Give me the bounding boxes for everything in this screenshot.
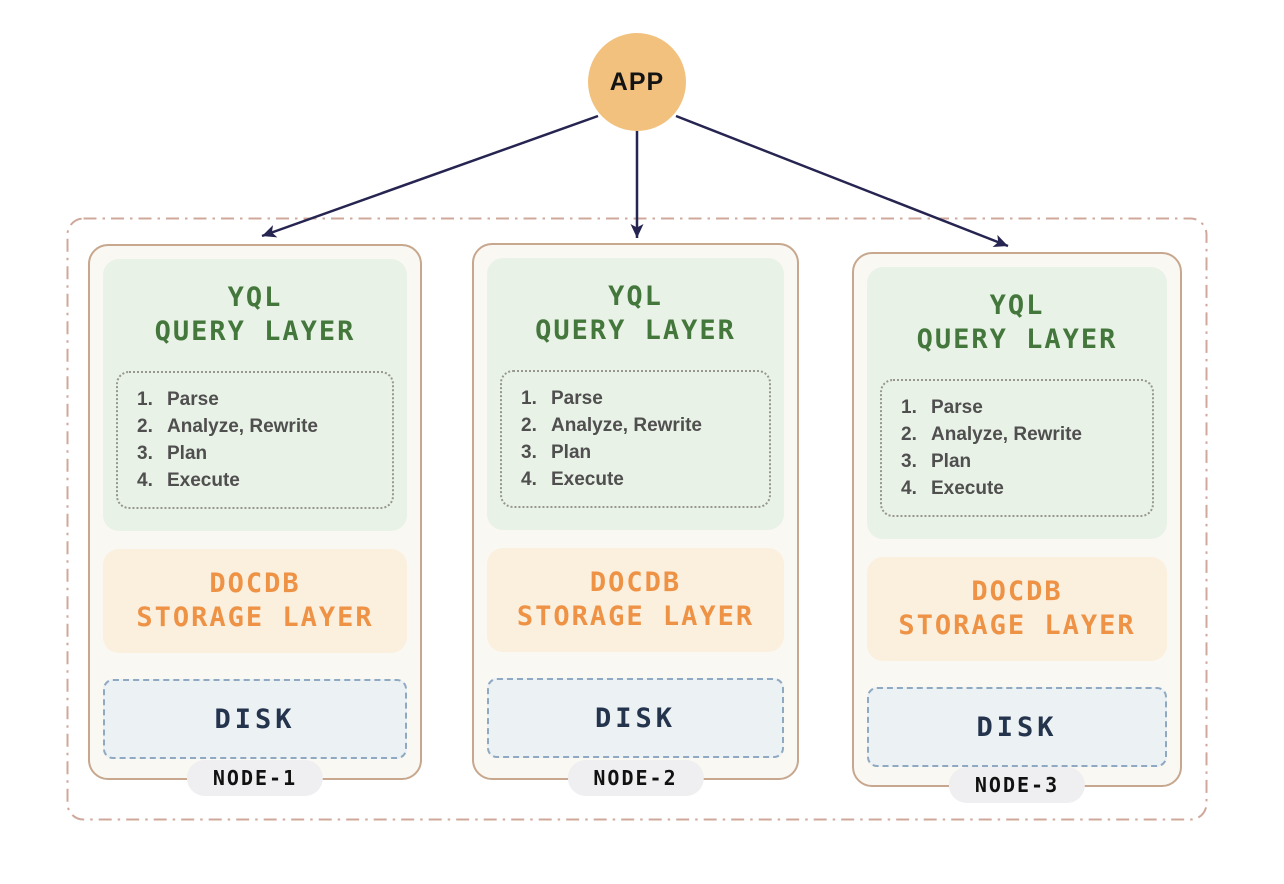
step-execute: 4. Execute (897, 475, 1144, 502)
node-2: YQL QUERY LAYER 1. Parse 2. Analyze, Rew… (472, 243, 799, 796)
step-analyze-rewrite: 2. Analyze, Rewrite (133, 413, 384, 440)
step-label: Execute (551, 469, 624, 490)
storage-layer-title: DOCDB STORAGE LAYER (873, 575, 1161, 643)
node-3: YQL QUERY LAYER 1. Parse 2. Analyze, Rew… (852, 252, 1182, 803)
step-analyze-rewrite: 2. Analyze, Rewrite (517, 412, 761, 439)
step-analyze-rewrite: 2. Analyze, Rewrite (897, 421, 1144, 448)
node-2-query-layer: YQL QUERY LAYER 1. Parse 2. Analyze, Rew… (487, 258, 784, 530)
step-number: 4. (137, 470, 153, 491)
query-layer-title-line1: YQL (989, 290, 1045, 321)
node-1: YQL QUERY LAYER 1. Parse 2. Analyze, Rew… (88, 244, 422, 796)
node-1-disk: DISK (103, 679, 407, 759)
node-3-query-layer: YQL QUERY LAYER 1. Parse 2. Analyze, Rew… (867, 267, 1167, 539)
step-number: 2. (901, 424, 917, 445)
step-label: Parse (167, 389, 219, 410)
step-label: Analyze, Rewrite (167, 416, 318, 437)
node-3-disk: DISK (867, 687, 1167, 767)
step-number: 3. (137, 443, 153, 464)
node-3-name-badge: NODE-3 (948, 767, 1086, 803)
step-number: 3. (901, 451, 917, 472)
storage-layer-title: DOCDB STORAGE LAYER (109, 567, 401, 635)
node-1-name-badge: NODE-1 (186, 760, 324, 796)
storage-layer-title-line2: STORAGE LAYER (898, 610, 1136, 641)
storage-layer-title-line1: DOCDB (971, 576, 1063, 607)
step-number: 4. (521, 469, 537, 490)
query-layer-title-line2: QUERY LAYER (535, 315, 736, 346)
step-number: 1. (901, 397, 917, 418)
step-parse: 1. Parse (897, 394, 1144, 421)
step-parse: 1. Parse (517, 385, 761, 412)
step-label: Analyze, Rewrite (551, 415, 702, 436)
query-layer-title: YQL QUERY LAYER (880, 289, 1154, 357)
step-label: Analyze, Rewrite (931, 424, 1082, 445)
query-layer-title-line2: QUERY LAYER (916, 324, 1118, 355)
node-2-disk: DISK (487, 678, 784, 758)
node-3-query-steps: 1. Parse 2. Analyze, Rewrite 3. Plan 4. … (880, 379, 1154, 517)
step-label: Plan (931, 451, 972, 472)
step-label: Execute (931, 478, 1004, 499)
step-number: 1. (137, 389, 153, 410)
step-plan: 3. Plan (517, 439, 761, 466)
disk-label: DISK (214, 703, 296, 735)
step-number: 2. (137, 416, 153, 437)
node-2-storage-layer: DOCDB STORAGE LAYER (487, 548, 784, 652)
arrow-app-to-node-3 (675, 114, 1009, 248)
step-plan: 3. Plan (133, 440, 384, 467)
step-parse: 1. Parse (133, 386, 384, 413)
node-3-storage-layer: DOCDB STORAGE LAYER (867, 557, 1167, 661)
storage-layer-title-line2: STORAGE LAYER (516, 601, 755, 632)
node-2-name-badge: NODE-2 (567, 760, 704, 796)
node-1-storage-layer: DOCDB STORAGE LAYER (103, 549, 407, 653)
step-number: 3. (521, 442, 537, 463)
step-label: Parse (551, 388, 603, 409)
step-plan: 3. Plan (897, 448, 1144, 475)
step-execute: 4. Execute (517, 466, 761, 493)
node-1-query-steps: 1. Parse 2. Analyze, Rewrite 3. Plan 4. … (116, 371, 394, 509)
storage-layer-title-line1: DOCDB (589, 567, 682, 598)
step-number: 2. (521, 415, 537, 436)
app-label: APP (609, 67, 665, 96)
app-node: APP (588, 33, 686, 131)
query-layer-title: YQL QUERY LAYER (116, 281, 394, 349)
arrow-app-to-node-1 (261, 114, 599, 238)
storage-layer-title-line2: STORAGE LAYER (136, 602, 374, 633)
step-execute: 4. Execute (133, 467, 384, 494)
step-number: 4. (901, 478, 917, 499)
query-layer-title-line1: YQL (227, 282, 283, 313)
node-1-query-layer: YQL QUERY LAYER 1. Parse 2. Analyze, Rew… (103, 259, 407, 531)
step-number: 1. (521, 388, 537, 409)
storage-layer-title-line1: DOCDB (209, 568, 301, 599)
query-layer-title: YQL QUERY LAYER (500, 280, 771, 348)
step-label: Execute (167, 470, 240, 491)
disk-label: DISK (594, 702, 677, 734)
disk-label: DISK (976, 711, 1058, 743)
step-label: Plan (551, 442, 592, 463)
step-label: Plan (167, 443, 208, 464)
query-layer-title-line2: QUERY LAYER (154, 316, 356, 347)
node-2-query-steps: 1. Parse 2. Analyze, Rewrite 3. Plan 4. … (500, 370, 771, 508)
query-layer-title-line1: YQL (608, 281, 663, 312)
storage-layer-title: DOCDB STORAGE LAYER (493, 566, 778, 634)
step-label: Parse (931, 397, 983, 418)
